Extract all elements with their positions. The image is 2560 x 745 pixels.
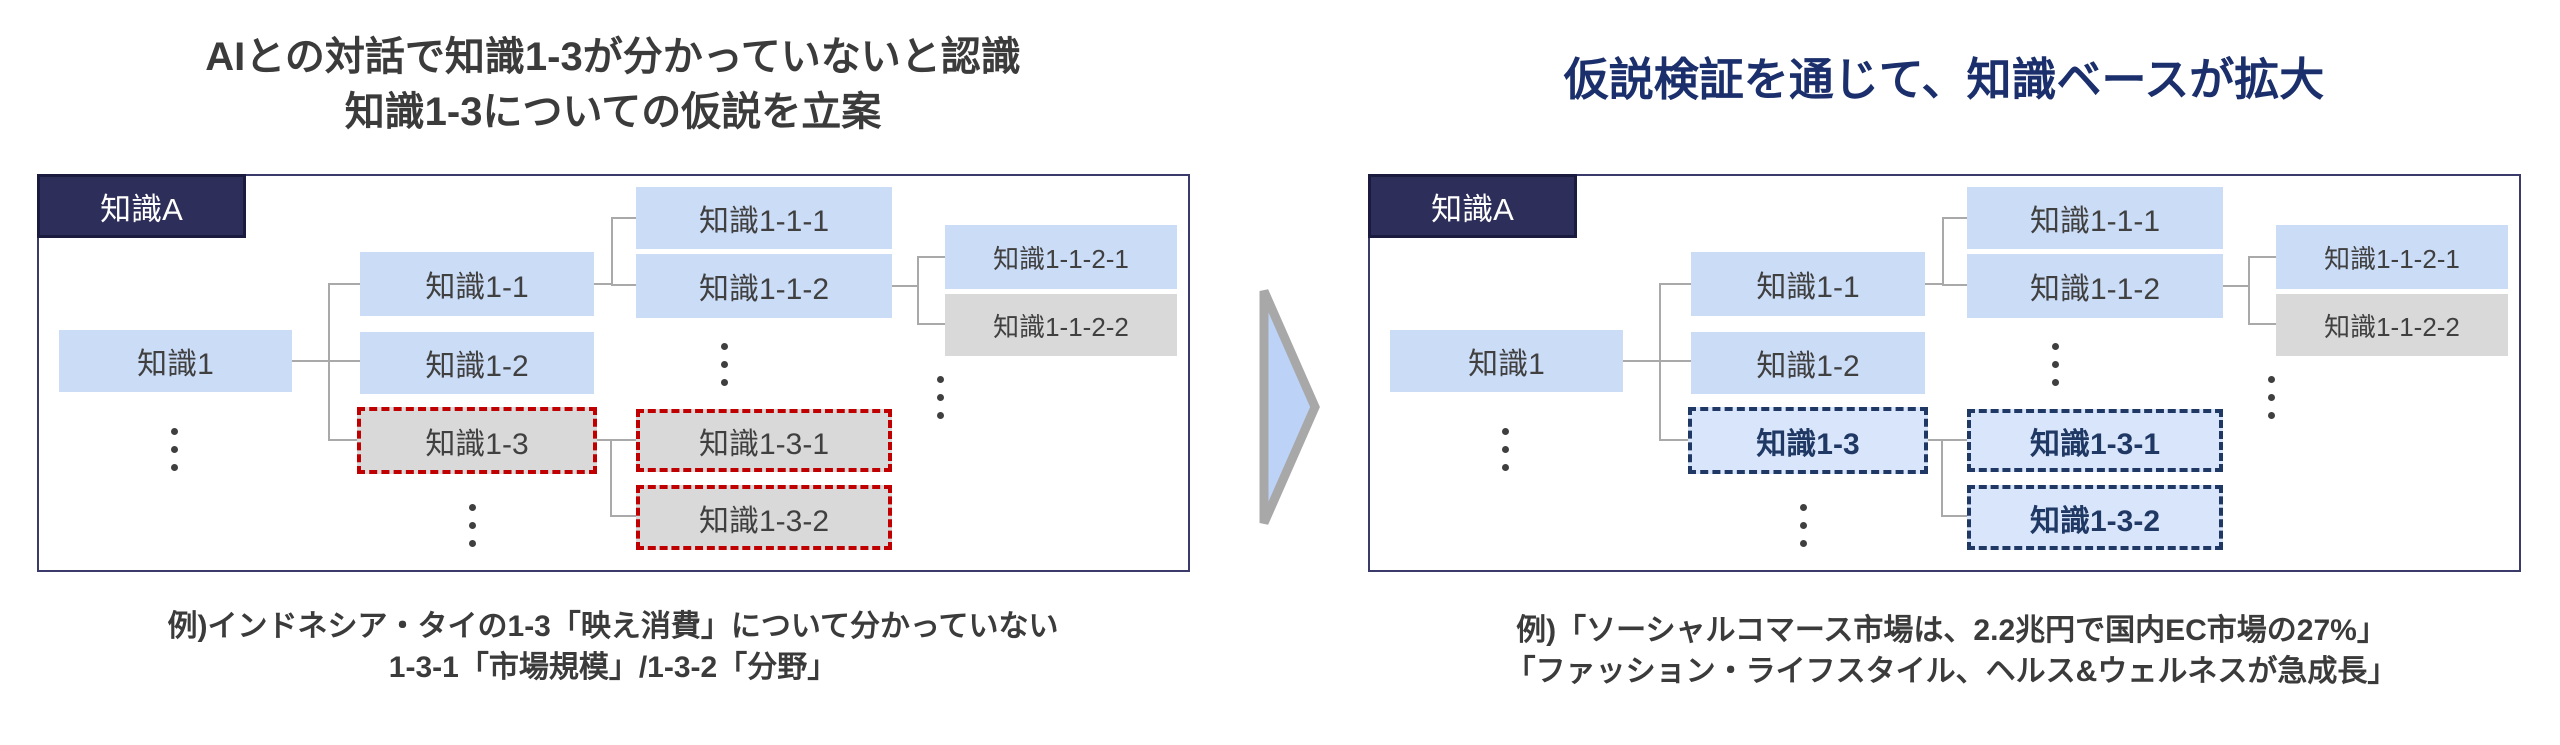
left-title-line2: 知識1-3についての仮説を立案 (344, 90, 882, 134)
ellipsis-more-nodes (936, 376, 944, 419)
ellipsis-more-nodes (2267, 376, 2275, 419)
ellipsis-more-nodes (468, 504, 476, 547)
connector (613, 284, 636, 286)
transition-arrow-icon (1252, 283, 1324, 531)
connector (330, 439, 357, 441)
knowledge-tree-left: 知識A 知識1 知識1-1 知識1-2 知識1-3 知識1-1-1 知識1-1-… (37, 174, 1190, 572)
node-knowledge-1: 知識1 (1390, 330, 1623, 392)
connector (292, 360, 360, 362)
node-knowledge-1-1-2-2: 知識1-1-2-2 (945, 294, 1177, 356)
connector (328, 283, 330, 441)
node-knowledge-1-1-2-1: 知識1-1-2-1 (945, 225, 1177, 289)
ellipsis-more-nodes (170, 428, 178, 471)
ellipsis-more-nodes (1501, 428, 1509, 471)
right-example-caption: 例)「ソーシャルコマース市場は、2.2兆円で国内EC市場の27%」 「ファッショ… (1344, 610, 2559, 692)
connector (2248, 256, 2250, 325)
right-title: 仮説検証を通じて、知識ベースが拡大 (1344, 52, 2544, 107)
node-knowledge-1-3-1-verified: 知識1-3-1 (1967, 409, 2223, 472)
node-knowledge-1-1: 知識1-1 (1691, 252, 1925, 316)
connector (613, 217, 636, 219)
node-knowledge-1-1-2: 知識1-1-2 (636, 254, 892, 318)
connector (1944, 284, 1967, 286)
node-knowledge-1-3-verified: 知識1-3 (1688, 407, 1928, 474)
tree-root-tag: 知識A (37, 174, 246, 238)
node-knowledge-1-3-1-unknown: 知識1-3-1 (636, 409, 892, 472)
connector (611, 217, 613, 286)
node-knowledge-1-1-1: 知識1-1-1 (636, 187, 892, 249)
connector (612, 439, 636, 441)
connector (612, 515, 636, 517)
left-example-line2: 1-3-1「市場規模」/1-3-2「分野」 (388, 651, 838, 684)
connector (1659, 283, 1661, 441)
connector (1661, 439, 1688, 441)
right-example-line2: 「ファッション・ライフスタイル、ヘルス&ウェルネスが急成長」 (1505, 655, 2398, 688)
node-knowledge-1-2: 知識1-2 (360, 332, 594, 394)
connector (594, 283, 613, 285)
connector (917, 256, 919, 325)
connector (2223, 285, 2250, 287)
node-knowledge-1: 知識1 (59, 330, 292, 392)
node-knowledge-1-3-2-unknown: 知識1-3-2 (636, 485, 892, 550)
connector (1944, 217, 1967, 219)
ellipsis-more-nodes (1799, 504, 1807, 547)
connector (919, 323, 945, 325)
node-knowledge-1-1-2: 知識1-1-2 (1967, 254, 2223, 318)
node-knowledge-1-3-unknown: 知識1-3 (357, 407, 597, 474)
knowledge-tree-right: 知識A 知識1 知識1-1 知識1-2 知識1-3 知識1-1-1 知識1-1-… (1368, 174, 2521, 572)
connector (1925, 283, 1944, 285)
tree-root-tag: 知識A (1368, 174, 1577, 238)
connector (1942, 217, 1944, 286)
connector (1943, 515, 1967, 517)
left-title-line1: AIとの対話で知識1-3が分かっていないと認識 (205, 35, 1021, 79)
connector (919, 256, 945, 258)
ellipsis-more-nodes (720, 343, 728, 386)
connector (1943, 439, 1967, 441)
node-knowledge-1-3-2-verified: 知識1-3-2 (1967, 485, 2223, 550)
node-knowledge-1-1-2-1: 知識1-1-2-1 (2276, 225, 2508, 289)
left-example-caption: 例)インドネシア・タイの1-3「映え消費」について分かっていない 1-3-1「市… (13, 606, 1213, 688)
right-title-line1: 仮説検証を通じて、知識ベースが拡大 (1563, 54, 2325, 105)
node-knowledge-1-1-2-2: 知識1-1-2-2 (2276, 294, 2508, 356)
connector (1928, 439, 1943, 441)
connector (1941, 439, 1943, 517)
node-knowledge-1-1: 知識1-1 (360, 252, 594, 316)
connector (892, 285, 919, 287)
node-knowledge-1-1-1: 知識1-1-1 (1967, 187, 2223, 249)
left-title: AIとの対話で知識1-3が分かっていないと認識 知識1-3についての仮説を立案 (13, 30, 1213, 140)
connector (1623, 360, 1691, 362)
right-example-line1: 例)「ソーシャルコマース市場は、2.2兆円で国内EC市場の27%」 (1516, 614, 2387, 647)
connector (2250, 256, 2276, 258)
left-example-line1: 例)インドネシア・タイの1-3「映え消費」について分かっていない (167, 610, 1059, 643)
node-knowledge-1-2: 知識1-2 (1691, 332, 1925, 394)
ellipsis-more-nodes (2051, 343, 2059, 386)
connector (330, 283, 360, 285)
connector (2250, 323, 2276, 325)
connector (1661, 283, 1691, 285)
connector (610, 439, 612, 517)
connector (597, 439, 612, 441)
